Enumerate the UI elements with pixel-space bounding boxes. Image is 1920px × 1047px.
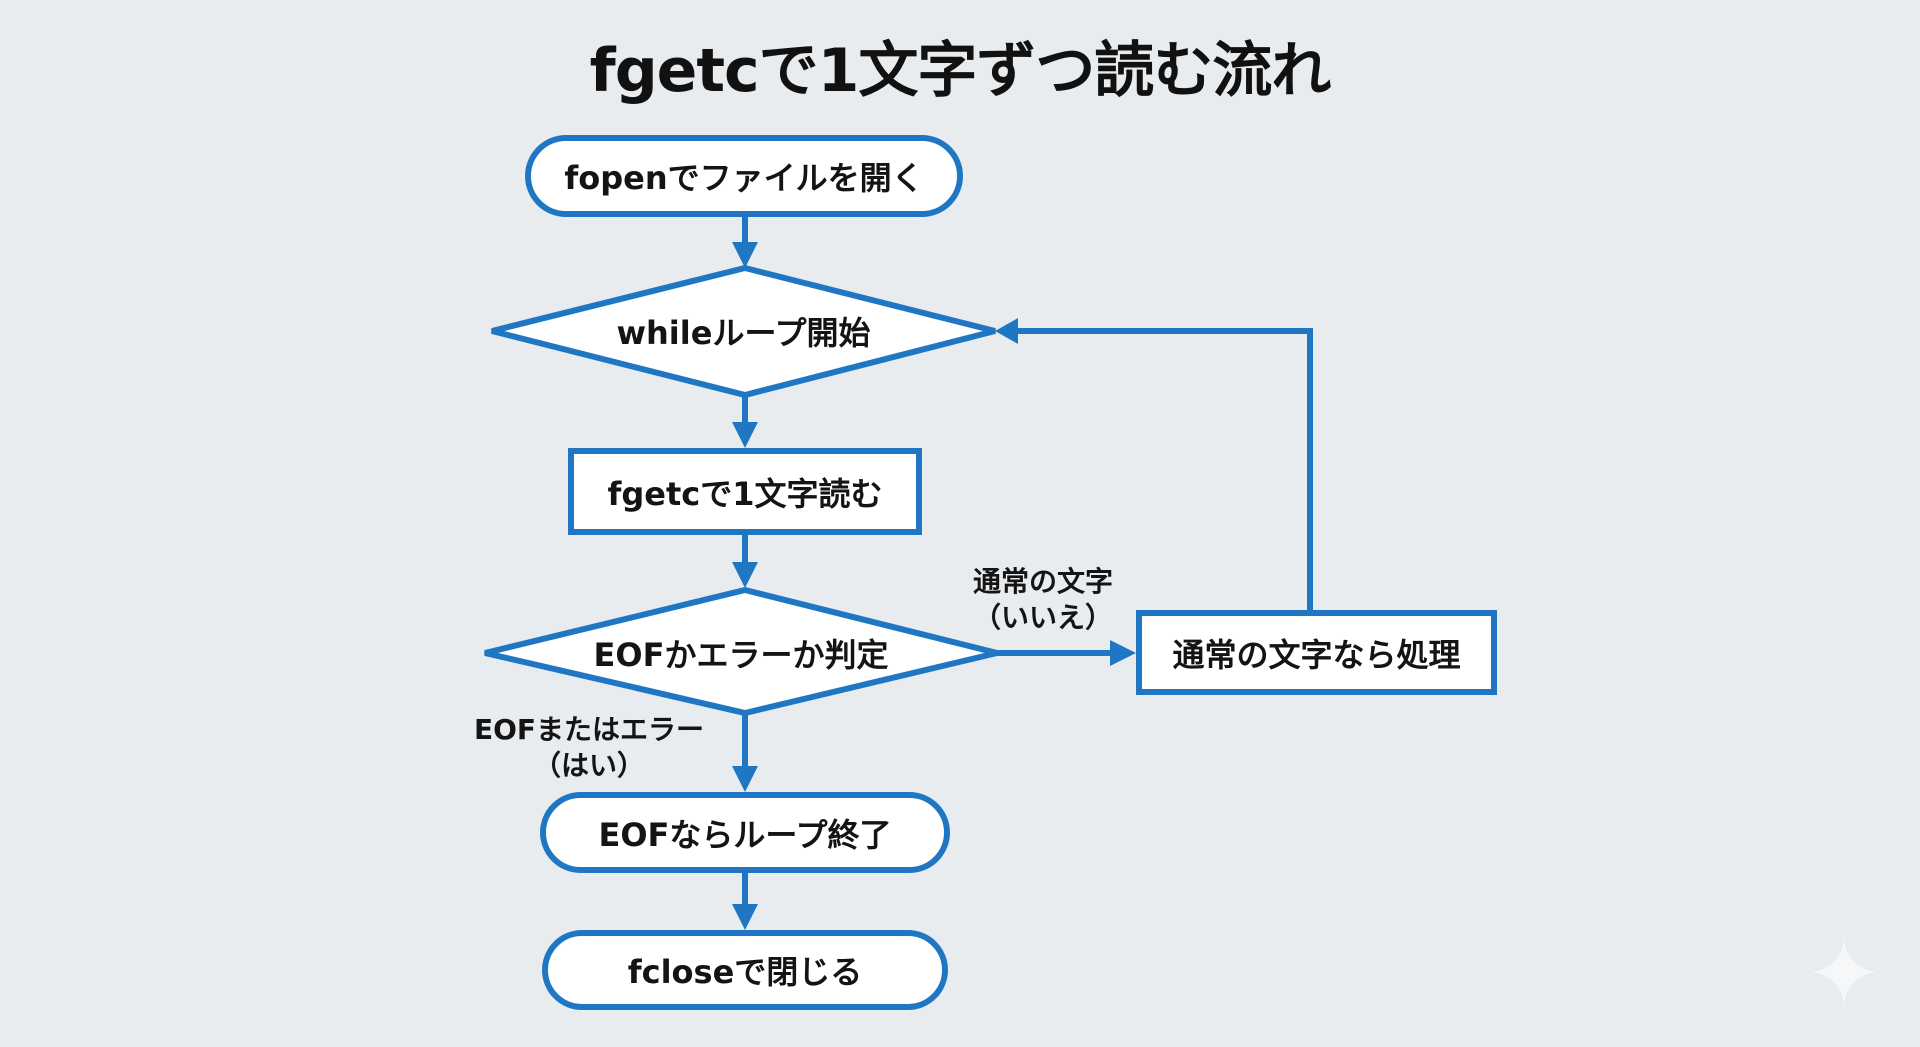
node-fopen-label: fopenでファイルを開く [564, 159, 924, 197]
node-fgetc: fgetcで1文字読む [568, 448, 922, 535]
node-fclose: fcloseで閉じる [542, 930, 948, 1010]
decision-loop-shape [491, 264, 996, 399]
edge-label-yes: EOFまたはエラー （はい） [455, 712, 723, 784]
arrowhead-check-to-end [732, 766, 758, 792]
node-while-loop: whileループ開始 [492, 300, 995, 362]
node-process-char-label: 通常の文字なら処理 [1172, 635, 1461, 674]
decision-check-shape [484, 586, 998, 717]
edge-label-yes-line1: EOFまたはエラー [473, 713, 705, 746]
arrowhead-back-to-loop [995, 318, 1018, 344]
node-fclose-label: fcloseで閉じる [627, 953, 863, 991]
edge-label-no-line2: （いいえ） [972, 601, 1113, 634]
edge-label-no-line1: 通常の文字 [972, 565, 1113, 598]
sparkle-icon [1812, 940, 1876, 1004]
node-end-loop-label: EOFならループ終了 [598, 815, 892, 854]
node-fopen: fopenでファイルを開く [525, 135, 963, 217]
edge-label-no: 通常の文字 （いいえ） [950, 564, 1136, 636]
arrowhead-check-to-process [1110, 640, 1136, 666]
node-end-loop: EOFならループ終了 [540, 792, 950, 873]
arrowhead-end-to-close [732, 904, 758, 930]
edge-label-yes-line2: （はい） [532, 749, 645, 782]
arrowhead-open-to-loop [732, 242, 758, 268]
arrowhead-loop-to-read [732, 422, 758, 448]
node-fgetc-label: fgetcで1文字読む [607, 474, 883, 513]
node-while-loop-label: whileループ開始 [616, 314, 871, 352]
arrow-process-back-to-loop [1012, 328, 1313, 610]
page-title: fgetcで1文字ずつ読む流れ [589, 36, 1332, 106]
node-process-char: 通常の文字なら処理 [1136, 610, 1497, 695]
node-eof-check-label: EOFかエラーか判定 [593, 636, 889, 674]
node-eof-check: EOFかエラーか判定 [485, 622, 997, 684]
arrowhead-read-to-check [732, 562, 758, 588]
